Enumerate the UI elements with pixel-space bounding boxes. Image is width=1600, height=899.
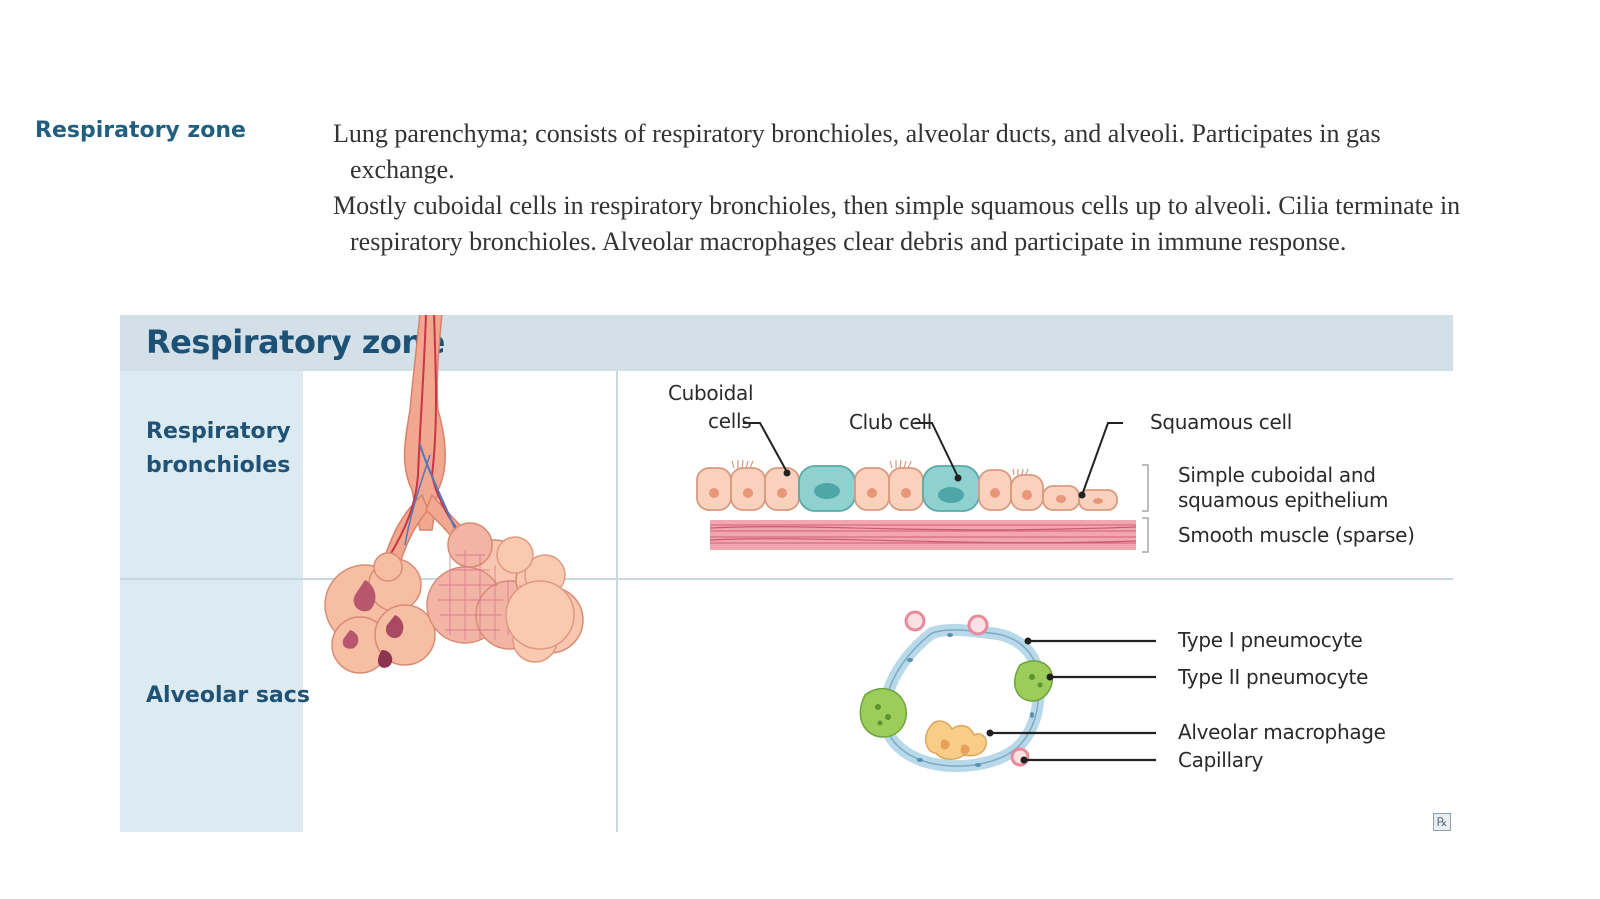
alveolus-illustration (859, 610, 1156, 772)
row-label-alveolar-sacs: Alveolar sacs (146, 683, 310, 708)
row-divider (120, 578, 1453, 580)
rx-badge-icon: ℞ (1433, 813, 1451, 831)
label-smooth-muscle: Smooth muscle (sparse) (1178, 523, 1415, 547)
row-label-respiratory-bronchioles: Respiratory bronchioles (146, 419, 291, 478)
section-description: Lung parenchyma; consists of respiratory… (333, 116, 1473, 260)
description-paragraph-2: Mostly cuboidal cells in respiratory bro… (333, 191, 1461, 256)
label-capillary: Capillary (1178, 748, 1264, 772)
row-label-column (120, 371, 303, 832)
description-paragraph-1: Lung parenchyma; consists of respiratory… (333, 119, 1381, 184)
bronchiole-tree-illustration (324, 315, 584, 674)
label-club-cell: Club cell (849, 410, 932, 434)
figure-title: Respiratory zone (146, 323, 445, 361)
section-label: Respiratory zone (35, 118, 246, 143)
label-epithelium: Simple cuboidal and squamous epithelium (1178, 463, 1389, 512)
figure-header: Respiratory zone (120, 315, 1453, 371)
label-alveolar-macrophage: Alveolar macrophage (1178, 720, 1386, 744)
label-type-i-pneumocyte: Type I pneumocyte (1178, 628, 1363, 652)
figure-artwork (324, 315, 1156, 772)
respiratory-zone-figure: Respiratory zone Respiratory bronchioles… (120, 315, 1453, 832)
column-divider (616, 371, 618, 832)
label-cuboidal-cells: Cuboidal cells (668, 381, 754, 433)
label-type-ii-pneumocyte: Type II pneumocyte (1178, 665, 1369, 689)
label-squamous-cell: Squamous cell (1150, 410, 1293, 434)
bronchiole-epithelium-illustration (696, 422, 1149, 553)
